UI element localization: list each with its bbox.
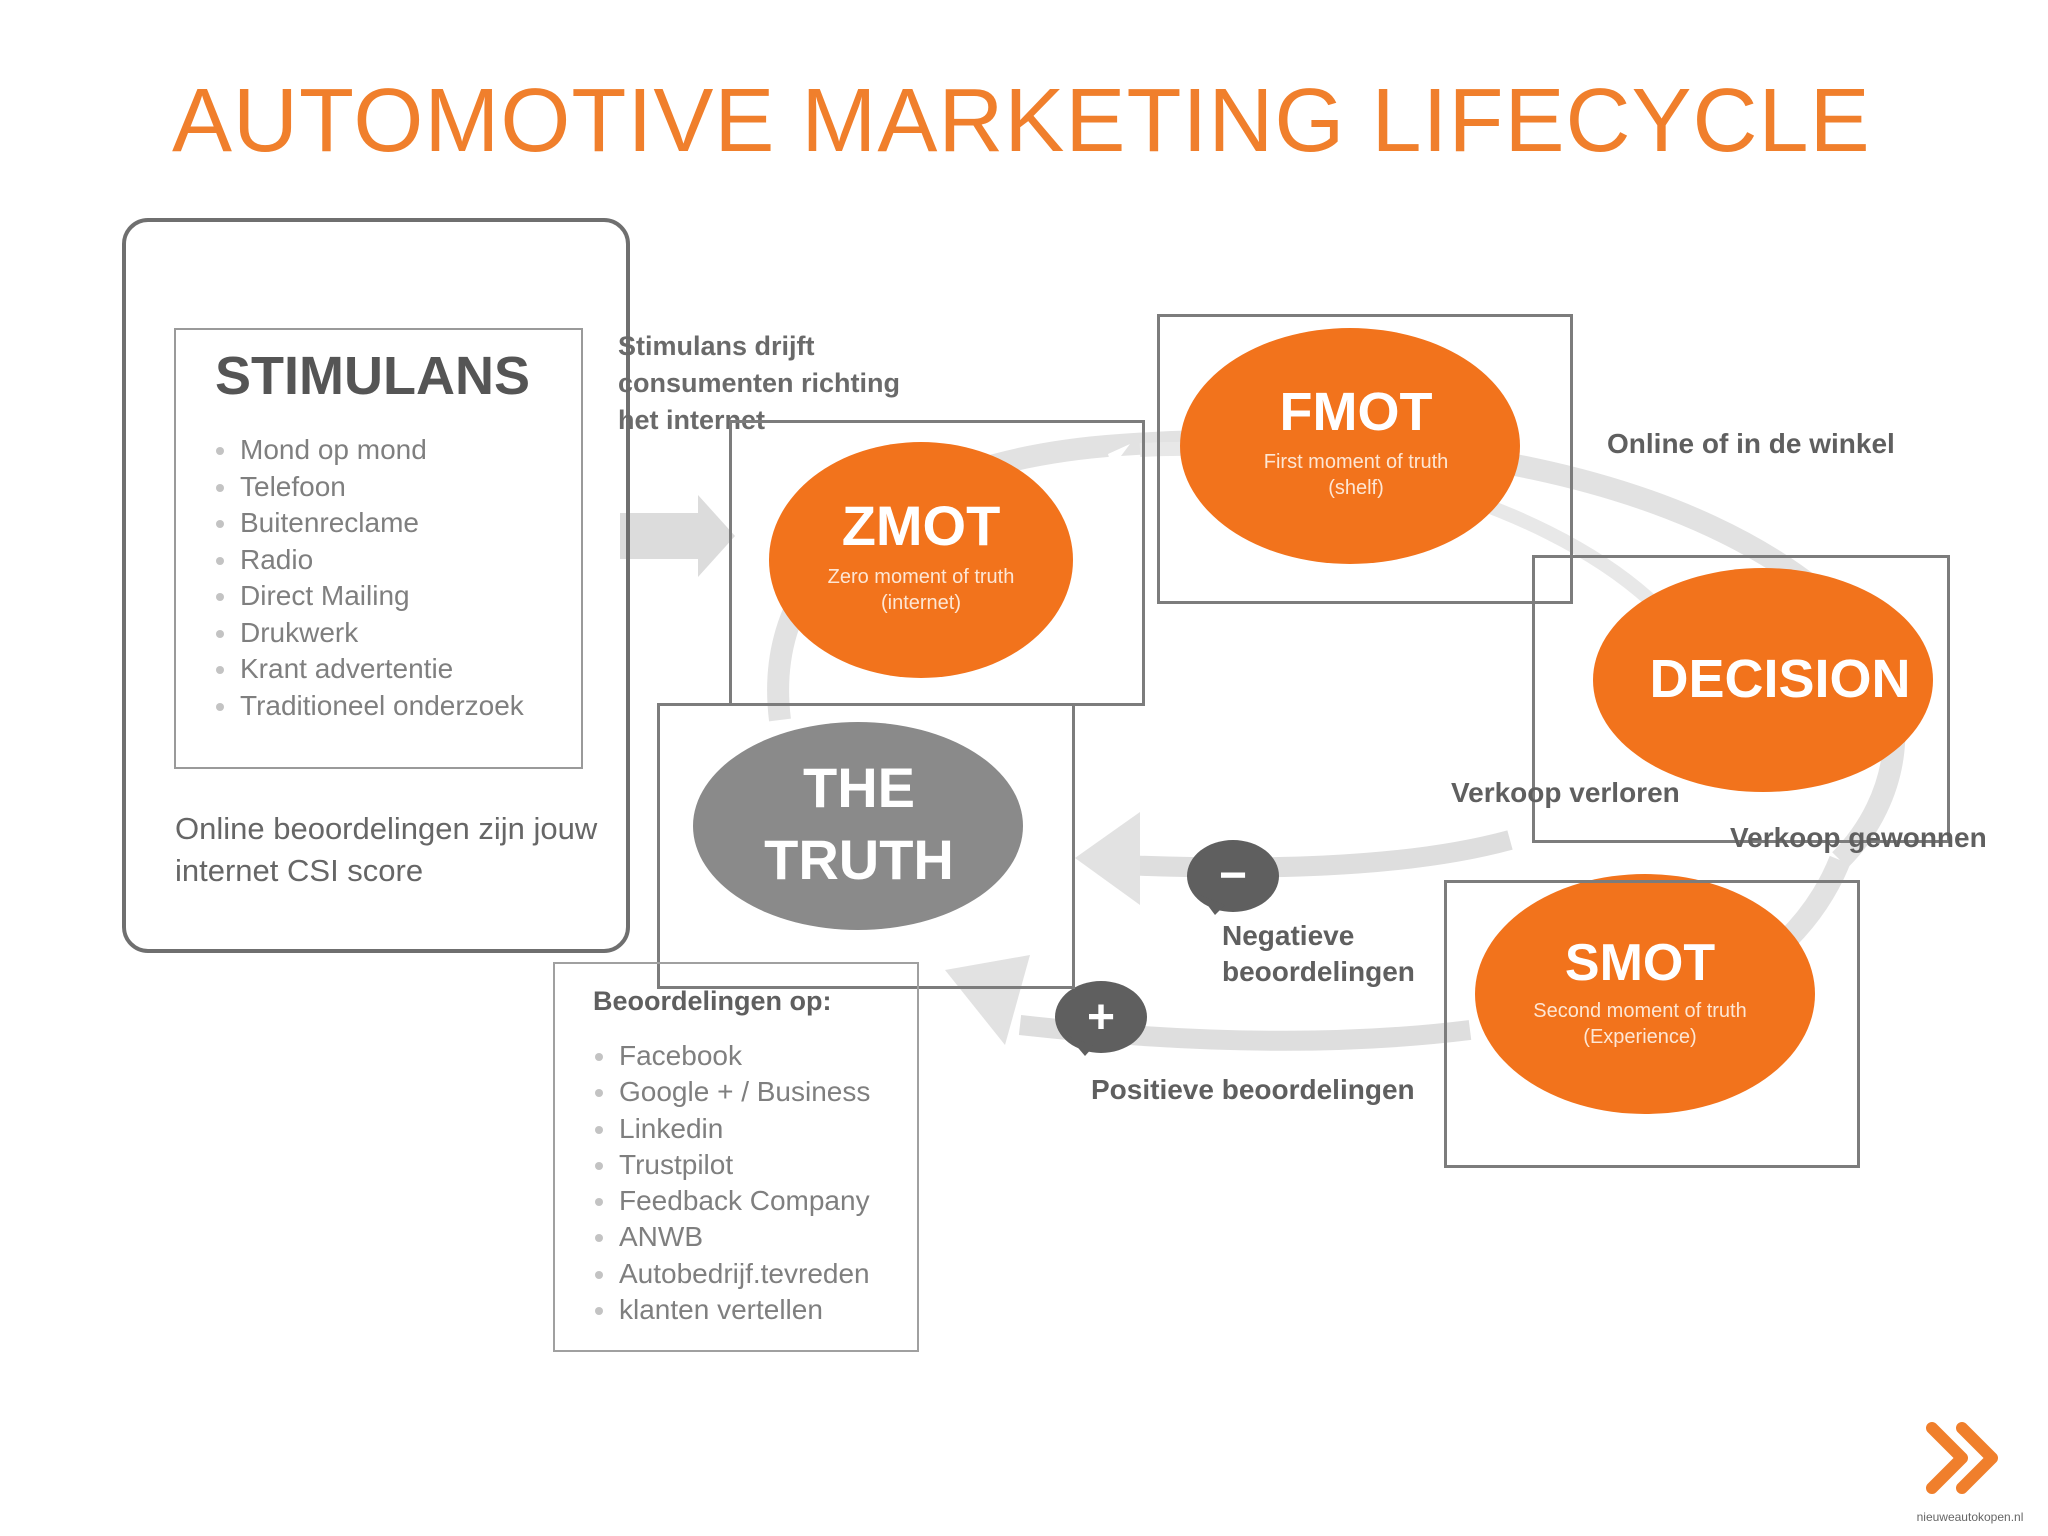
fmot-subtitle: First moment of truth xyxy=(1263,451,1449,473)
fmot-subtitle-2: (shelf) xyxy=(1328,477,1384,499)
negative-reviews-line-1: Negatieve xyxy=(1222,920,1355,951)
stimulans-arrow-body xyxy=(620,513,700,559)
negative-reviews-line-2: beoordelingen xyxy=(1222,956,1415,987)
footer-logo: nieuweautokopen.nl xyxy=(1900,1418,2040,1528)
smot-node xyxy=(1475,874,1815,1114)
list-item: Direct Mailing xyxy=(214,578,524,615)
negative-reviews-label: Negatieve beoordelingen xyxy=(1222,918,1415,990)
online-store-label: Online of in de winkel xyxy=(1607,428,1895,459)
logo-chevron-left xyxy=(1926,1422,1968,1494)
list-item: Drukwerk xyxy=(214,615,524,652)
decision-label: DECISION xyxy=(1590,642,1970,716)
decision-title: DECISION xyxy=(1649,649,1911,709)
list-item: Facebook xyxy=(593,1038,870,1074)
negative-arrow-head xyxy=(1075,812,1140,905)
truth-title-line-1: THE xyxy=(803,756,915,819)
ring-chevron-2 xyxy=(1535,488,1560,510)
list-item: klanten vertellen xyxy=(593,1292,870,1328)
fmot-node xyxy=(1180,328,1520,564)
list-item: Trustpilot xyxy=(593,1147,870,1183)
smot-frame xyxy=(1444,880,1860,1168)
fmot-frame xyxy=(1157,314,1573,604)
stimulans-arrow-head xyxy=(698,495,735,577)
fmot-title: FMOT xyxy=(1279,382,1433,442)
list-item: Autobedrijf.tevreden xyxy=(593,1256,870,1292)
list-item: Radio xyxy=(214,542,524,579)
stimulans-list: Mond op mond Telefoon Buitenreclame Radi… xyxy=(214,432,524,724)
plus-symbol: + xyxy=(1087,991,1115,1044)
zmot-node xyxy=(769,442,1073,678)
positive-reviews-label: Positieve beoordelingen xyxy=(1091,1074,1415,1105)
negative-arrow-line xyxy=(1119,830,1513,878)
list-item: ANWB xyxy=(593,1219,870,1255)
list-item: Google + / Business xyxy=(593,1074,870,1110)
truth-title-line-2: TRUTH xyxy=(764,828,954,891)
smot-label: SMOT Second moment of truth (Experience) xyxy=(1480,928,1800,1050)
zmot-subtitle-2: (internet) xyxy=(880,592,962,614)
list-item: Krant advertentie xyxy=(214,651,524,688)
truth-label: THE TRUTH xyxy=(694,752,1024,896)
stimulans-panel xyxy=(122,218,630,953)
minus-symbol: − xyxy=(1219,849,1247,902)
list-item: Feedback Company xyxy=(593,1183,870,1219)
plus-bubble xyxy=(1055,981,1147,1053)
sale-won-label: Verkoop gewonnen xyxy=(1730,822,1987,853)
ring-chevron-1 xyxy=(1108,444,1130,468)
zmot-title: ZMOT xyxy=(841,494,1001,557)
truth-frame xyxy=(657,703,1075,989)
list-item: Telefoon xyxy=(214,469,524,506)
reviews-list: Facebook Google + / Business Linkedin Tr… xyxy=(593,1038,870,1328)
reviews-box xyxy=(553,962,919,1352)
positive-arrow-head xyxy=(945,955,1030,1045)
logo-mark xyxy=(1900,1418,2040,1510)
list-item: Traditioneel onderzoek xyxy=(214,688,524,725)
fmot-label: FMOT First moment of truth (shelf) xyxy=(1186,375,1526,501)
list-item: Mond op mond xyxy=(214,432,524,469)
footer-site: nieuweautokopen.nl xyxy=(1916,1510,2024,1524)
minus-bubble xyxy=(1187,840,1279,912)
zmot-frame xyxy=(729,420,1145,706)
zmot-label: ZMOT Zero moment of truth (internet) xyxy=(766,488,1076,616)
logo-chevron-right xyxy=(1956,1422,1998,1494)
stimulans-note: Stimulans drijft consumenten richting he… xyxy=(618,331,901,435)
minus-bubble-tail xyxy=(1200,895,1225,915)
stimulans-heading: STIMULANS xyxy=(215,346,530,406)
smot-subtitle-2: (Experience) xyxy=(1583,1026,1697,1048)
zmot-subtitle: Zero moment of truth xyxy=(827,566,1015,588)
smot-subtitle: Second moment of truth xyxy=(1533,1000,1747,1022)
truth-node xyxy=(693,722,1023,930)
sale-lost-label: Verkoop verloren xyxy=(1451,777,1680,808)
page-title: AUTOMOTIVE MARKETING LIFECYCLE xyxy=(172,71,1871,171)
plus-bubble-tail xyxy=(1068,1036,1094,1056)
list-item: Linkedin xyxy=(593,1111,870,1147)
decision-frame xyxy=(1532,555,1950,843)
stimulans-box xyxy=(174,328,583,769)
decision-node xyxy=(1593,568,1933,792)
reviews-heading: Beoordelingen op: xyxy=(593,986,832,1016)
online-reviews-text: Online beoordelingen zijn jouw internet … xyxy=(175,811,598,888)
smot-title: SMOT xyxy=(1564,934,1716,992)
list-item: Buitenreclame xyxy=(214,505,524,542)
